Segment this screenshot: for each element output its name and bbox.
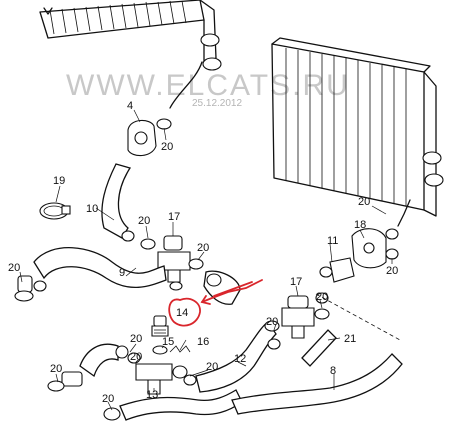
callout-13: 13	[146, 389, 158, 401]
part-4-flange	[127, 118, 172, 157]
callout-20a: 20	[138, 215, 150, 227]
callout-20c: 20	[130, 333, 142, 345]
callout-19: 19	[53, 175, 65, 187]
watermark-date: 25.12.2012	[192, 98, 242, 109]
hose-9	[33, 247, 167, 289]
part-17-tee-upper	[140, 235, 204, 291]
part-19-band-clamp	[39, 202, 71, 220]
callout-labels: 4 20 19 10 20 17 20 9 20 14 16 15 20 20 …	[8, 100, 398, 405]
callout-16: 16	[197, 336, 209, 348]
part-17-tee-lower	[264, 295, 330, 350]
part-18-flange	[351, 228, 399, 269]
hose-left-lower	[79, 343, 119, 378]
part-13-tee	[135, 363, 197, 395]
callout-20g: 20	[102, 393, 114, 405]
callout-17a: 17	[168, 211, 180, 223]
leader-lines	[19, 109, 393, 411]
part-15-oring	[152, 345, 168, 355]
callout-20-left: 20	[8, 262, 20, 274]
callout-20j: 20	[266, 316, 278, 328]
callout-20b: 20	[197, 242, 209, 254]
callout-20i: 20	[358, 196, 370, 208]
callout-11: 11	[327, 235, 338, 247]
callout-17b: 17	[290, 276, 302, 288]
hose-bottom	[119, 389, 243, 421]
callout-4: 4	[127, 100, 133, 112]
callout-20e: 20	[206, 361, 218, 373]
lower-left-connector	[61, 371, 83, 387]
callout-18: 18	[354, 219, 366, 231]
callout-21: 21	[344, 333, 356, 345]
watermark-text: WWW.ELCATS.RU	[66, 69, 350, 102]
watermark-marker	[43, 7, 53, 15]
callout-20f: 20	[50, 363, 62, 375]
part-21-tube	[301, 329, 337, 367]
heater-core-right	[271, 37, 444, 227]
callout-20-top: 20	[161, 141, 173, 153]
callout-20d: 20	[130, 351, 142, 363]
part-11-connector	[315, 257, 355, 304]
red-highlight	[168, 279, 263, 327]
callout-14: 14	[176, 307, 188, 319]
part-16-clip	[169, 345, 191, 353]
callout-10: 10	[86, 203, 98, 215]
hose-8	[231, 353, 403, 415]
callout-15: 15	[162, 336, 174, 348]
callout-20k: 20	[386, 265, 398, 277]
part-14-plug	[151, 315, 169, 337]
heater-core-left	[39, 0, 222, 109]
callout-12: 12	[234, 353, 246, 365]
clamp-20a	[121, 230, 135, 242]
hose-12	[195, 321, 277, 393]
callout-20h: 20	[316, 291, 328, 303]
callout-9: 9	[119, 267, 125, 279]
hose-10	[101, 163, 132, 239]
left-end-clamps	[14, 275, 47, 302]
callout-8: 8	[330, 365, 336, 377]
hose-8-dash	[315, 293, 401, 341]
